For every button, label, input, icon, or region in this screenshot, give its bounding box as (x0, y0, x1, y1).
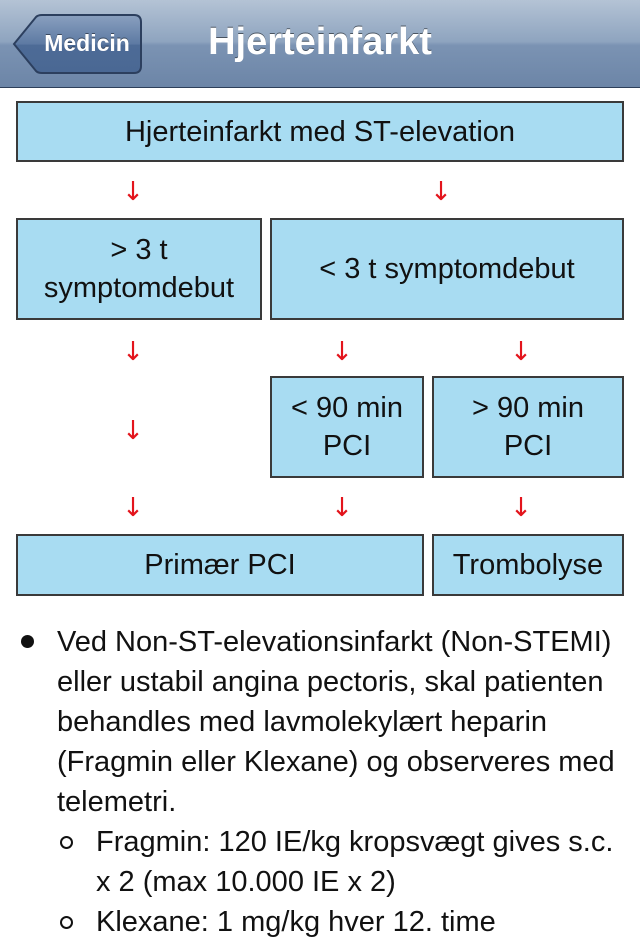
flow-box-stemi-label: Hjerteinfarkt med ST-elevation (124, 115, 516, 148)
flow-arrow: ↓ (122, 337, 144, 367)
flow-box-pci-over-90-line2: PCI (503, 430, 553, 462)
flow-box-early-onset-label: < 3 t symptomdebut (319, 253, 575, 285)
flow-arrow: ↓ (331, 337, 353, 367)
flow-box-pci-over-90-line1: > 90 min (471, 392, 585, 424)
bullet-circle-icon (60, 836, 73, 849)
flow-box-pci-under-90-line2: PCI (322, 430, 372, 462)
flow-box-late-onset-line2: symptomdebut (43, 272, 235, 304)
sub-list-item: Fragmin: 120 IE/kg kropsvægt gives s.c. … (60, 822, 626, 902)
flow-arrow: ↓ (122, 416, 144, 446)
flow-arrow: ↓ (122, 177, 144, 207)
sub-list-item-text: Fragmin: 120 IE/kg kropsvægt gives s.c. … (96, 826, 614, 898)
back-button[interactable]: Medicin (12, 14, 142, 74)
flow-box-pci-under-90: < 90 min PCI (270, 376, 424, 478)
navigation-bar: Medicin Hjerteinfarkt (0, 0, 640, 88)
flow-box-primary-pci-label: Primær PCI (144, 549, 296, 581)
flow-box-stemi: Hjerteinfarkt med ST-elevation (16, 101, 624, 162)
bullet-list: Ved Non-ST-elevationsinfarkt (Non-STEMI)… (0, 622, 640, 942)
flow-box-pci-under-90-line1: < 90 min (290, 392, 404, 424)
bullet-circle-icon (60, 916, 73, 929)
flow-arrow: ↓ (510, 337, 532, 367)
flow-box-early-onset: < 3 t symptomdebut (270, 218, 624, 320)
flow-arrow: ↓ (510, 493, 532, 523)
page-title: Hjerteinfarkt (208, 21, 432, 63)
flow-arrow: ↓ (430, 177, 452, 207)
list-item: Ved Non-ST-elevationsinfarkt (Non-STEMI)… (21, 622, 626, 822)
bullet-dot-icon (21, 635, 34, 648)
flow-box-thrombolysis-label: Trombolyse (452, 549, 604, 581)
sub-list-item: Klexane: 1 mg/kg hver 12. time (60, 902, 626, 942)
flow-arrow: ↓ (331, 493, 353, 523)
back-button-label: Medicin (44, 30, 130, 56)
sub-list-item-text: Klexane: 1 mg/kg hver 12. time (96, 906, 496, 938)
flow-box-thrombolysis: Trombolyse (432, 534, 624, 596)
flow-box-late-onset: > 3 t symptomdebut (16, 218, 262, 320)
flow-arrow: ↓ (122, 493, 144, 523)
flow-box-pci-over-90: > 90 min PCI (432, 376, 624, 478)
flow-box-primary-pci: Primær PCI (16, 534, 424, 596)
list-item-text: Ved Non-ST-elevationsinfarkt (Non-STEMI)… (57, 626, 615, 818)
back-button-shape (12, 14, 142, 74)
flow-box-late-onset-line1: > 3 t (110, 234, 168, 266)
